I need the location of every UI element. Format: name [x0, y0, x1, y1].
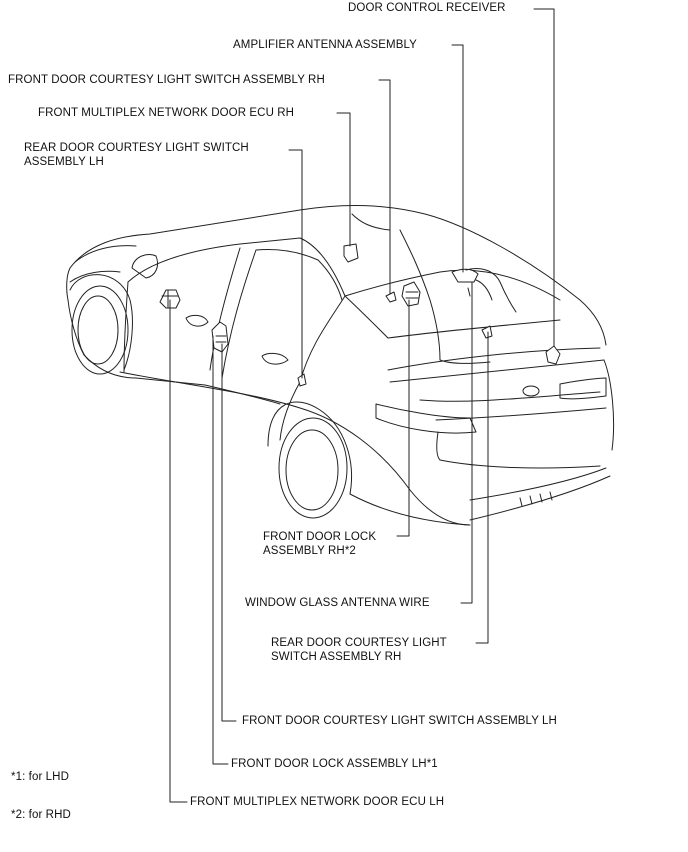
footnote-rhd: *2: for RHD	[11, 809, 71, 821]
label-front-multiplex-ecu-lh: FRONT MULTIPLEX NETWORK DOOR ECU LH	[190, 796, 445, 808]
label-front-door-lock-lh: FRONT DOOR LOCK ASSEMBLY LH*1	[231, 758, 438, 770]
label-amplifier-antenna-assembly: AMPLIFIER ANTENNA ASSEMBLY	[233, 39, 417, 51]
leader-lines	[169, 8, 555, 803]
label-front-door-courtesy-switch-lh: FRONT DOOR COURTESY LIGHT SWITCH ASSEMBL…	[242, 715, 557, 727]
label-door-control-receiver: DOOR CONTROL RECEIVER	[348, 2, 506, 14]
car-outline	[66, 204, 615, 526]
label-front-door-courtesy-switch-rh: FRONT DOOR COURTESY LIGHT SWITCH ASSEMBL…	[8, 74, 325, 86]
label-front-multiplex-ecu-rh: FRONT MULTIPLEX NETWORK DOOR ECU RH	[38, 107, 295, 119]
footnote-lhd: *1: for LHD	[11, 771, 69, 783]
component-parts	[159, 243, 561, 387]
label-rear-door-courtesy-switch-rh: REAR DOOR COURTESY LIGHT SWITCH ASSEMBLY…	[271, 637, 447, 663]
label-window-glass-antenna-wire: WINDOW GLASS ANTENNA WIRE	[245, 597, 430, 609]
label-rear-door-courtesy-switch-lh: REAR DOOR COURTESY LIGHT SWITCH ASSEMBLY…	[24, 142, 249, 168]
label-front-door-lock-rh: FRONT DOOR LOCK ASSEMBLY RH*2	[263, 531, 377, 557]
